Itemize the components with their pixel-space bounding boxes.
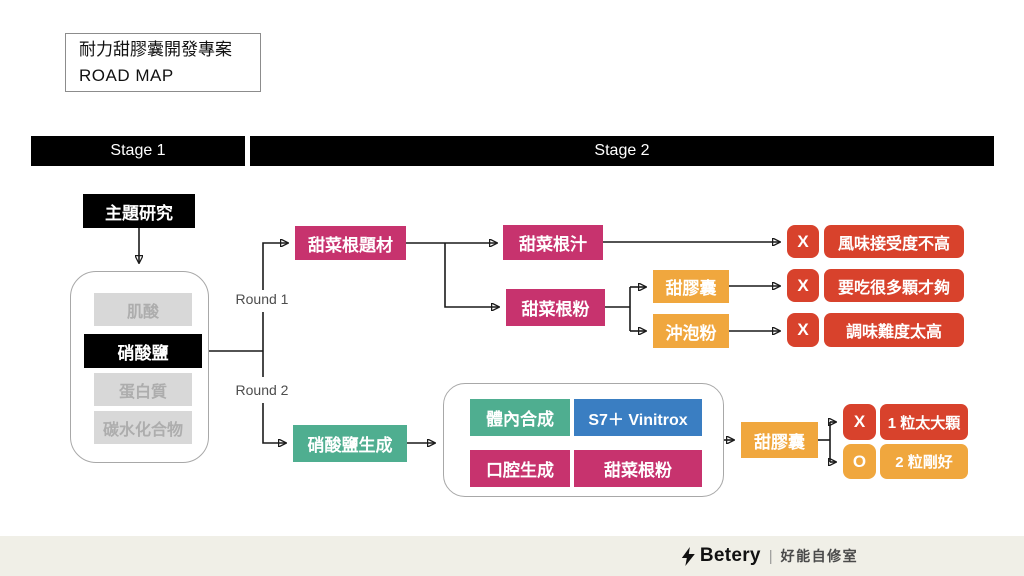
sweet-capsule2-node: 甜膠囊 bbox=[741, 422, 818, 458]
result4-text: 1 粒太大顆 bbox=[880, 404, 968, 440]
research-options-panel: 肌酸 硝酸鹽 蛋白質 碳水化合物 bbox=[70, 271, 209, 463]
result5-o-mark: O bbox=[843, 444, 876, 479]
footer-bar: Betery | 好能自修室 bbox=[0, 536, 1024, 576]
project-subtitle: ROAD MAP bbox=[79, 65, 174, 85]
result3-text: 調味難度太高 bbox=[824, 313, 964, 347]
beetroot-juice-node: 甜菜根汁 bbox=[503, 225, 603, 260]
option-creatine: 肌酸 bbox=[94, 293, 192, 326]
result1-x-mark: X bbox=[787, 225, 819, 258]
round2-label: Round 2 bbox=[228, 382, 296, 398]
result3-x-mark: X bbox=[787, 313, 819, 347]
beetroot-theme-node: 甜菜根題材 bbox=[295, 226, 406, 260]
project-title-box: 耐力甜膠囊開發專案 ROAD MAP bbox=[65, 33, 261, 92]
in-vivo-synthesis-node: 體內合成 bbox=[470, 399, 570, 436]
result5-text: 2 粒剛好 bbox=[880, 444, 968, 479]
option-carbohydrate: 碳水化合物 bbox=[94, 411, 192, 444]
formula-group-panel: 體內合成 S7＋ Vinitrox 口腔生成 甜菜根粉 bbox=[443, 383, 724, 497]
project-title: 耐力甜膠囊開發專案 bbox=[79, 39, 232, 59]
beetroot-powder2-node: 甜菜根粉 bbox=[574, 450, 702, 487]
beetroot-powder-node: 甜菜根粉 bbox=[506, 289, 605, 326]
result2-x-mark: X bbox=[787, 269, 819, 302]
topic-research-node: 主題研究 bbox=[83, 194, 195, 228]
lightning-bolt-icon bbox=[681, 546, 695, 566]
stage1-bar: Stage 1 bbox=[31, 136, 245, 166]
brand-logo: Betery | 好能自修室 bbox=[681, 545, 859, 567]
studio-name: 好能自修室 bbox=[780, 548, 859, 564]
sweet-capsule-node: 甜膠囊 bbox=[653, 270, 729, 303]
brand-name: Betery bbox=[699, 545, 761, 566]
nitrate-generation-node: 硝酸鹽生成 bbox=[293, 425, 407, 462]
instant-powder-node: 沖泡粉 bbox=[653, 314, 729, 348]
s7-vinitrox-node: S7＋ Vinitrox bbox=[574, 399, 702, 436]
result4-x-mark: X bbox=[843, 404, 876, 440]
result2-text: 要吃很多顆才夠 bbox=[824, 269, 964, 302]
logo-divider: | bbox=[768, 547, 773, 565]
result1-text: 風味接受度不高 bbox=[824, 225, 964, 258]
stage2-bar: Stage 2 bbox=[250, 136, 994, 166]
oral-generation-node: 口腔生成 bbox=[470, 450, 570, 487]
option-nitrate-selected: 硝酸鹽 bbox=[84, 334, 202, 368]
option-protein: 蛋白質 bbox=[94, 373, 192, 406]
round1-label: Round 1 bbox=[228, 291, 296, 307]
